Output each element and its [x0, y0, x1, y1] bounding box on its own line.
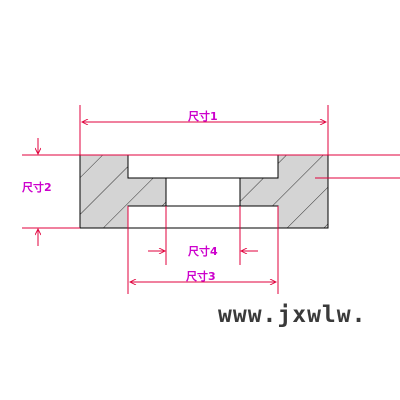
dim2-label: 尺寸2: [22, 180, 52, 194]
dim1-label: 尺寸1: [188, 109, 218, 123]
lower-counterbore: [127, 205, 279, 229]
dimension-lines: [22, 105, 400, 294]
watermark: www.jxwlw.: [218, 302, 366, 328]
dim4-label: 尺寸4: [188, 244, 218, 258]
cross-section: [79, 154, 329, 229]
upper-counterbore: [127, 154, 279, 179]
section-hatching: [80, 155, 328, 228]
through-hole: [165, 177, 241, 207]
dim3-label: 尺寸3: [186, 269, 216, 283]
